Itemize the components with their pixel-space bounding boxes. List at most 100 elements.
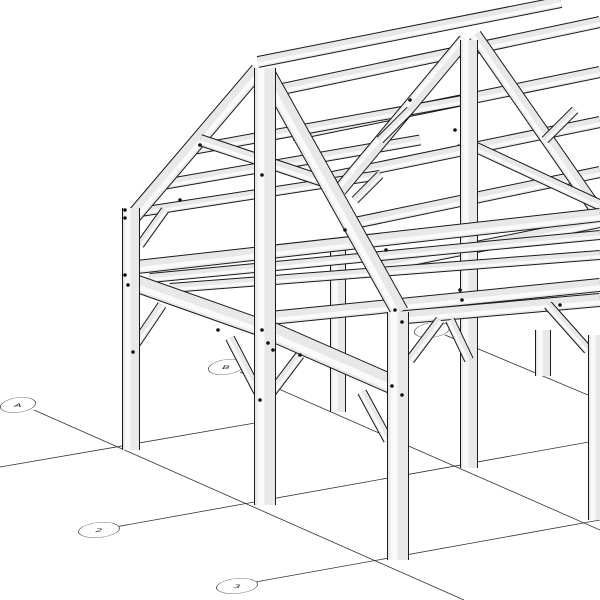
grid-bubble-3: 3 <box>216 578 258 594</box>
grid-line <box>249 519 600 584</box>
peg <box>216 328 220 332</box>
grid-bubble-label: 2 <box>93 528 103 534</box>
peg <box>260 328 264 332</box>
roof-purlin-face <box>189 95 466 155</box>
grid-lines <box>0 334 600 600</box>
girt <box>263 320 401 396</box>
roof-purlin-highlight <box>190 100 466 154</box>
peg <box>298 353 302 357</box>
knee-brace-highlight <box>135 305 165 347</box>
grid-line <box>114 439 600 528</box>
ridge-beam-face <box>257 0 562 67</box>
peg <box>260 173 264 177</box>
knee-brace <box>268 351 304 396</box>
web-brace-face <box>542 107 578 143</box>
post <box>387 312 409 560</box>
timber-frame <box>122 0 600 560</box>
rafter-face <box>126 65 264 223</box>
girt <box>269 278 600 325</box>
girt-highlight <box>265 330 396 393</box>
peg <box>400 320 404 324</box>
knee-brace-face <box>358 390 392 442</box>
grid-bubble-2: 2 <box>78 522 120 538</box>
grid-bubble-a: A <box>0 397 36 413</box>
knee-brace-face <box>137 207 168 248</box>
peg <box>123 273 127 277</box>
knee-brace-face <box>226 336 262 394</box>
web-brace-highlight <box>380 110 412 142</box>
knee-brace <box>544 301 592 354</box>
collar-tie-face <box>458 135 600 210</box>
web-brace-highlight <box>355 175 382 202</box>
knee-brace-highlight <box>545 305 588 352</box>
web-brace-face <box>377 107 413 143</box>
knee-brace-highlight <box>272 355 303 394</box>
rafter-highlight <box>260 72 400 315</box>
knee-brace-highlight <box>410 320 443 362</box>
girt-highlight <box>395 300 600 323</box>
post <box>588 335 600 520</box>
knee-brace-highlight <box>447 320 469 362</box>
knee-brace-face <box>446 318 473 362</box>
roof-purlin-highlight <box>268 22 600 96</box>
collar-tie-highlight <box>458 140 600 209</box>
post <box>460 40 478 468</box>
tie-beam-highlight <box>129 282 262 334</box>
knee-brace <box>136 207 169 248</box>
peg <box>390 384 394 388</box>
web-brace-face <box>352 172 383 203</box>
tie-beam-face <box>129 274 265 336</box>
roof-purlin-face <box>266 17 600 97</box>
knee-brace-highlight <box>359 392 388 442</box>
web-brace <box>376 106 414 144</box>
peg <box>271 348 275 352</box>
grid-bubble-label: B <box>220 365 231 371</box>
web-brace <box>541 106 579 144</box>
knee-brace-face <box>406 317 444 363</box>
ridge-beam <box>256 0 563 68</box>
web-brace-highlight <box>545 110 577 142</box>
post <box>254 68 276 505</box>
peg <box>126 283 130 287</box>
post <box>122 208 140 450</box>
peg <box>458 288 462 292</box>
peg <box>558 303 562 307</box>
rafter-highlight <box>132 70 262 222</box>
girt <box>394 293 600 325</box>
knee-brace <box>357 389 393 443</box>
rafter-face <box>470 31 600 219</box>
rafter-highlight <box>471 35 600 218</box>
girt-face <box>264 321 400 395</box>
girt-face <box>269 279 600 324</box>
peg <box>266 341 270 345</box>
pegs <box>123 98 562 402</box>
post <box>535 330 551 376</box>
peg <box>258 398 262 402</box>
knee-brace-highlight <box>227 338 258 394</box>
knee-brace <box>445 317 474 363</box>
knee-brace-highlight <box>140 210 168 247</box>
rafter <box>125 64 265 224</box>
grid-bubble-label: 3 <box>231 584 241 590</box>
rafter <box>469 31 600 219</box>
girt-face <box>394 294 600 324</box>
peg <box>408 98 412 102</box>
peg <box>453 128 457 132</box>
rafter-face <box>259 68 407 316</box>
ridge-beam-highlight <box>258 2 562 66</box>
tie-beam <box>128 273 266 337</box>
peg <box>123 216 127 220</box>
grid-bubbles: A B C 2 3 <box>0 322 450 594</box>
knee-brace-face <box>545 302 591 353</box>
peg <box>178 198 182 202</box>
grid-bubble-label: A <box>12 403 23 409</box>
knee-brace <box>406 317 444 363</box>
peg <box>400 393 404 397</box>
peg <box>384 248 388 252</box>
peg <box>343 228 347 232</box>
roof-purlin <box>266 16 600 98</box>
peg <box>123 208 127 212</box>
roof-purlin <box>189 94 466 156</box>
